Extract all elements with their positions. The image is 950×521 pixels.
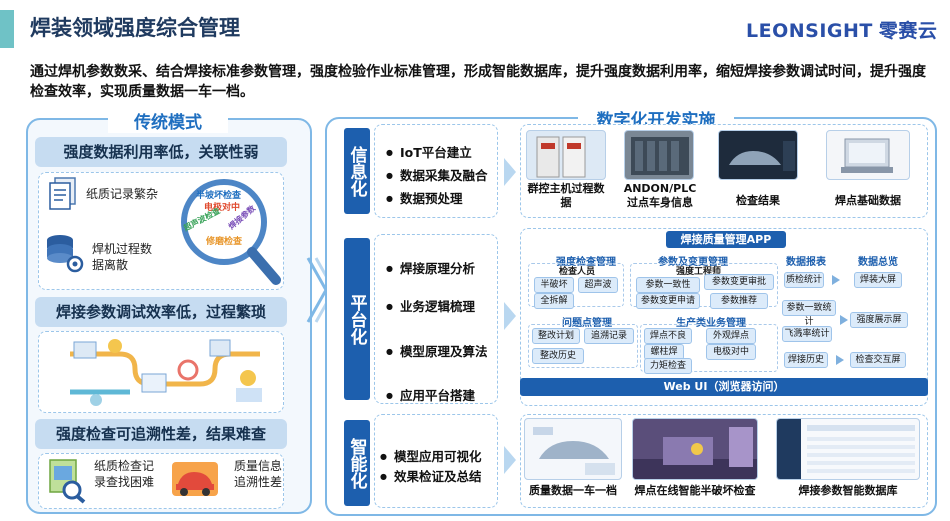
chip-param-consistency-stats: 参数一致统计 <box>782 300 836 327</box>
database-gear-icon <box>47 235 84 273</box>
chip-weld-history: 焊接历史 <box>784 352 828 368</box>
problem-heading-1: 强度数据利用率低，关联性弱 <box>35 137 287 167</box>
intro-text: 通过焊机参数数采、结合焊接标准参数管理，强度检验作业标准管理，形成智能数据库，提… <box>30 64 926 100</box>
module-production-title: 生产类业务管理 <box>676 318 746 329</box>
phase-tab-intelligentization: 智能化 <box>344 420 370 506</box>
chip-rectify-history: 整改历史 <box>532 348 584 364</box>
flow-arrow-icon <box>836 355 844 365</box>
result-caption-2: 焊点在线智能半破坏检查 <box>634 484 756 497</box>
source-image-3 <box>718 130 798 180</box>
process-flow-illustration <box>70 339 262 406</box>
phase-3-bullet-1: 模型应用可视化 <box>380 446 482 465</box>
paper-search-icon <box>49 459 86 504</box>
phase-3-bullet-2: 效果检证及总结 <box>380 466 482 485</box>
phase-tab-informatization: 信息化 <box>344 128 370 214</box>
chip-spatter-stats: 飞溅率统计 <box>782 326 832 342</box>
problem-1-item-2: 焊机过程数据离散 <box>92 242 153 272</box>
web-ui-bar: Web UI（浏览器访问） <box>520 378 928 396</box>
phase-1-arrow-icon <box>504 158 516 186</box>
paper-record-icon <box>49 177 76 210</box>
chip-torque-check: 力矩检查 <box>644 358 692 374</box>
phase-1-bullet-1: IoT平台建立 <box>386 142 472 161</box>
problem-heading-3: 强度检查可追溯性差，结果难查 <box>35 419 287 449</box>
module-param-role: 强度工程师 <box>676 267 722 277</box>
chip-quality-stats: 质检统计 <box>784 272 824 288</box>
source-caption-4: 焊点基础数据 <box>835 194 901 207</box>
phase-2-bullet-4: 应用平台搭建 <box>386 385 475 404</box>
source-caption-2: ANDON/PLC过点车身信息 <box>623 182 697 209</box>
module-overview-title: 数据总览 <box>858 257 898 268</box>
logo-latin: LEONSIGHT <box>746 20 873 42</box>
result-caption-3: 焊接参数智能数据库 <box>798 484 898 497</box>
problem-heading-2: 焊接参数调试效率低，过程繁琐 <box>35 297 287 327</box>
result-image-1 <box>524 418 622 480</box>
phase-2-bullet-2: 业务逻辑梳理 <box>386 296 475 315</box>
module-strength-title: 强度检查管理 <box>556 257 616 268</box>
module-param-box <box>630 263 778 307</box>
chip-trace-record: 追溯记录 <box>584 328 634 344</box>
chip-param-consistency: 参数一致性 <box>636 277 700 293</box>
chip-inspection-interactive: 检查交互屏 <box>850 352 906 368</box>
problem-3-item-1: 纸质检查记录查找困难 <box>94 459 155 489</box>
flow-arrow-icon <box>832 275 840 285</box>
chip-full-disassembly: 全拆解 <box>534 293 574 309</box>
car-inspection-icon <box>172 462 218 496</box>
logo-cn: 零赛云 <box>878 20 938 42</box>
header-accent-bar <box>0 10 14 48</box>
module-issue-title: 问题点管理 <box>562 318 612 329</box>
magnifier-icon <box>181 179 281 285</box>
phase-2-bullet-1: 焊接原理分析 <box>386 258 475 277</box>
page-title: 焊装领域强度综合管理 <box>30 16 240 40</box>
module-issue-box <box>528 324 638 368</box>
chip-param-recommend: 参数推荐 <box>710 293 768 309</box>
magnifier-word-2: 电极对中 <box>204 203 241 213</box>
phase-2-arrow-icon <box>504 302 516 330</box>
flow-arrow-icon <box>840 315 848 325</box>
chip-strength-display: 强度展示屏 <box>850 312 908 328</box>
traditional-title: 传统模式 <box>108 108 228 133</box>
source-caption-1: 群控主机过程数据 <box>527 182 605 209</box>
module-strength-box <box>528 263 624 307</box>
module-strength-role: 检查人员 <box>559 267 596 277</box>
chip-weld-defect: 焊点不良 <box>644 328 692 344</box>
module-production-box <box>640 324 778 372</box>
result-caption-1: 质量数据一车一档 <box>529 484 617 497</box>
phase-tab-platformization: 平台化 <box>344 238 370 400</box>
magnifier-word-1: 半坡坏检查 <box>196 191 242 201</box>
module-report-title: 数据报表 <box>786 257 826 268</box>
source-image-1 <box>526 130 606 180</box>
chip-electrode-align: 电极对中 <box>706 344 756 360</box>
chip-ultrasonic: 超声波 <box>578 277 618 293</box>
problem-1-item-1: 纸质记录繁杂 <box>86 187 159 201</box>
chip-rectify-plan: 整改计划 <box>532 328 580 344</box>
magnifier-word-5: 修磨检查 <box>206 237 243 247</box>
problem-3-item-2: 质量信息追溯性差 <box>234 459 283 489</box>
chip-param-change-request: 参数变更申请 <box>636 293 700 309</box>
phase-1-bullet-2: 数据采集及融合 <box>386 165 488 184</box>
source-image-2 <box>624 130 694 180</box>
chip-param-change-approval: 参数变更审批 <box>704 274 774 290</box>
module-param-title: 参数及变更管理 <box>658 257 728 268</box>
source-caption-3: 检查结果 <box>736 194 780 207</box>
result-image-2 <box>632 418 758 480</box>
app-title: 焊接质量管理APP <box>666 231 786 248</box>
chip-semi-destructive: 半破坏 <box>534 277 574 293</box>
source-image-4 <box>826 130 910 180</box>
chip-welding-bigscreen: 焊装大屏 <box>854 272 902 288</box>
chip-appearance-weld: 外观焊点 <box>706 328 756 344</box>
phase-3-arrow-icon <box>504 446 516 474</box>
phase-2-bullet-3: 模型原理及算法 <box>386 341 488 360</box>
phase-1-bullet-3: 数据预处理 <box>386 188 463 207</box>
result-image-3 <box>776 418 920 480</box>
